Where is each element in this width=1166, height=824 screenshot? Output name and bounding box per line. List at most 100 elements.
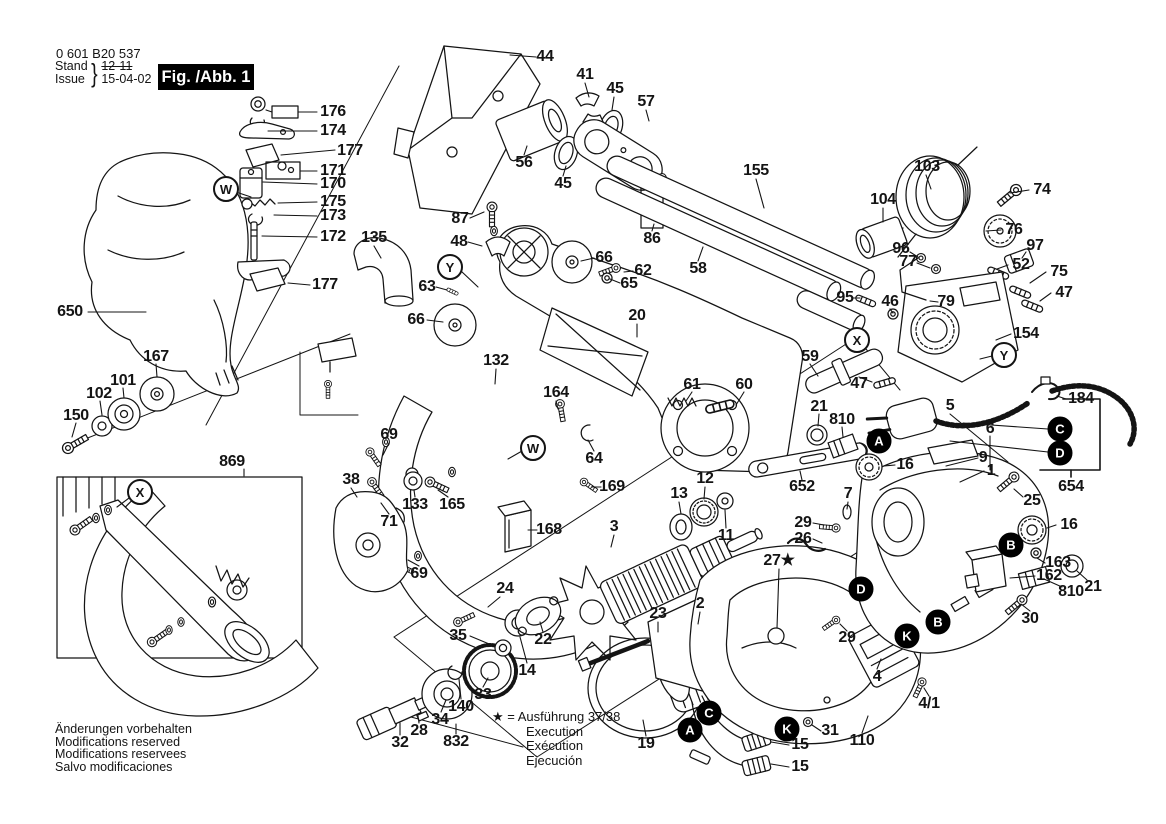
part-label-26: 26 — [794, 530, 812, 547]
part-label-11: 11 — [717, 527, 735, 544]
part-label-71: 71 — [380, 513, 398, 530]
footer-note: Modifications reservees — [55, 747, 187, 762]
part-label-61: 61 — [683, 376, 701, 393]
part-label-654: 654 — [1058, 478, 1084, 495]
part-label-171: 171 — [320, 162, 346, 179]
detail-marker-c: C — [696, 700, 722, 726]
footer-notes: Änderungen vorbehalten Modifications res… — [55, 723, 192, 773]
part-label-12: 12 — [696, 470, 714, 487]
part-label-9: 9 — [978, 449, 988, 466]
part-label-75: 75 — [1050, 263, 1068, 280]
part-label-95: 95 — [836, 289, 854, 306]
part-label-23: 23 — [649, 605, 667, 622]
detail-marker-w: W — [213, 176, 239, 202]
part-label-25: 25 — [1023, 492, 1041, 509]
legend-line: Exécution — [526, 738, 584, 753]
part-label-104: 104 — [870, 191, 896, 208]
part-label-22: 22 — [534, 631, 552, 648]
part-label-69: 69 — [410, 565, 428, 582]
part-label-15: 15 — [791, 758, 809, 775]
part-label-140: 140 — [448, 698, 474, 715]
legend-star-line: ★ = Ausführung 37/38 — [492, 709, 621, 724]
part-label-46: 46 — [881, 293, 899, 310]
part-label-86: 86 — [643, 230, 661, 247]
motor-arm-art — [433, 201, 804, 553]
bevel-lock-hardware-art — [317, 337, 456, 593]
part-label-15: 15 — [791, 736, 809, 753]
detail-marker-w: W — [520, 435, 546, 461]
part-label-66: 66 — [407, 311, 425, 328]
part-label-163: 163 — [1045, 554, 1071, 571]
part-label-65: 65 — [620, 275, 638, 292]
part-label-74: 74 — [1033, 181, 1051, 198]
part-label-16: 16 — [896, 456, 914, 473]
part-label-47: 47 — [850, 375, 868, 392]
part-label-184: 184 — [1068, 390, 1094, 407]
part-label-76: 76 — [1005, 221, 1023, 238]
part-label-96: 96 — [892, 240, 910, 257]
elbow-tube-art — [353, 237, 414, 307]
part-label-165: 165 — [439, 496, 465, 513]
leader-lines — [71, 54, 1088, 768]
figure-title: Fig. /Abb. 1 — [158, 64, 254, 90]
part-label-4: 4 — [872, 668, 882, 685]
part-label-79: 79 — [937, 293, 955, 310]
part-label-832: 832 — [443, 733, 469, 750]
part-label-32: 32 — [391, 734, 409, 751]
detail-box-869 — [56, 476, 303, 659]
legend-line: Execution — [526, 723, 584, 739]
part-label-77: 77 — [899, 253, 917, 270]
revision-block: Stand Issue } 12-11 15-04-02 — [55, 60, 151, 86]
detail-marker-k: K — [894, 623, 920, 649]
lower-guard-art — [67, 486, 319, 717]
part-label-47: 47 — [1055, 284, 1073, 301]
part-label-24: 24 — [496, 580, 514, 597]
part-label-44: 44 — [536, 48, 554, 65]
part-label-45: 45 — [606, 80, 624, 97]
detail-marker-y: Y — [437, 254, 463, 280]
footer-note: Salvo modificaciones — [55, 759, 173, 774]
part-label-170: 170 — [320, 175, 346, 192]
revision-issue-label: Issue — [55, 72, 85, 86]
revision-brace: } — [90, 57, 98, 88]
revision-date: 15-04-02 — [101, 72, 152, 86]
part-label-27★: 27★ — [763, 552, 795, 569]
part-label-4-1: 4/1 — [918, 695, 940, 712]
part-label-6: 6 — [985, 420, 995, 437]
part-label-164: 164 — [543, 384, 569, 401]
part-label-7: 7 — [843, 485, 853, 502]
part-label-101: 101 — [110, 372, 136, 389]
detail-marker-b: B — [998, 532, 1024, 558]
part-label-38: 38 — [342, 471, 360, 488]
part-label-62: 62 — [634, 262, 652, 279]
part-label-57: 57 — [637, 93, 655, 110]
part-label-28: 28 — [410, 722, 428, 739]
detail-marker-k: K — [774, 716, 800, 742]
part-label-87: 87 — [451, 210, 469, 227]
part-label-177: 177 — [312, 276, 338, 293]
part-label-103: 103 — [914, 158, 940, 175]
footer-note: Modifications reserved — [55, 734, 181, 749]
spring-art — [855, 146, 978, 259]
part-label-52: 52 — [1012, 256, 1030, 273]
part-label-56: 56 — [515, 154, 533, 171]
part-label-869: 869 — [219, 453, 245, 470]
part-label-16: 16 — [1060, 516, 1078, 533]
detail-marker-a: A — [677, 717, 703, 743]
revision-old-date: 12-11 — [101, 59, 133, 73]
part-label-172: 172 — [320, 228, 346, 245]
revision-stand-label: Stand — [55, 59, 88, 73]
detail-marker-c: C — [1047, 416, 1073, 442]
part-label-810: 810 — [829, 411, 855, 428]
legend: ★ = Ausführung 37/38 Execution Exécution… — [492, 709, 621, 768]
part-label-30: 30 — [1021, 610, 1039, 627]
detail-marker-y: Y — [991, 342, 1017, 368]
part-label-60: 60 — [735, 376, 753, 393]
part-label-69: 69 — [380, 426, 398, 443]
part-label-19: 19 — [637, 735, 655, 752]
part-label-169: 169 — [599, 478, 625, 495]
part-label-650: 650 — [57, 303, 83, 320]
part-label-162: 162 — [1036, 567, 1062, 584]
detail-marker-d: D — [848, 576, 874, 602]
